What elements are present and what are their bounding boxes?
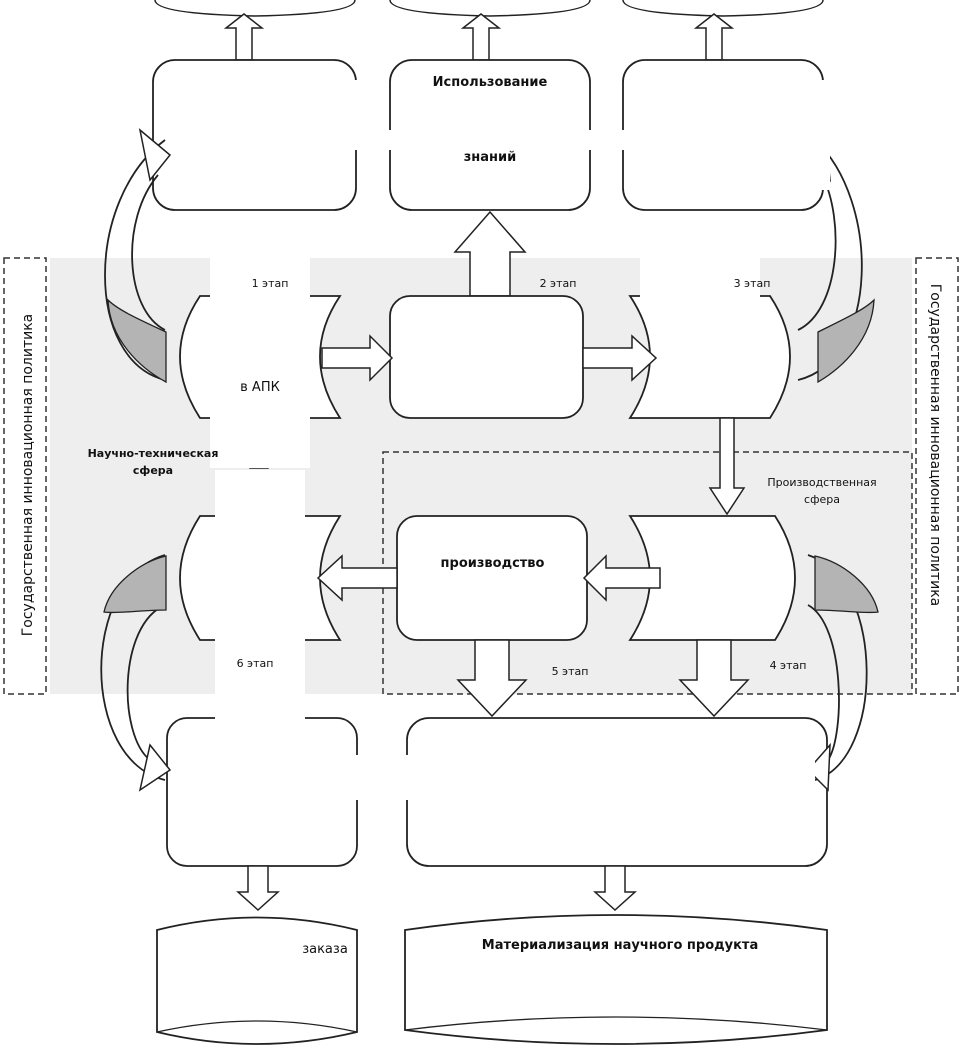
arrow-left-1 [316, 554, 398, 602]
top-oval-2 [389, 0, 591, 17]
wedge-right-bottom [814, 555, 879, 614]
mask-8 [170, 960, 350, 1010]
box-stage2 [389, 295, 584, 419]
box-research-apk-label: в АПК [240, 380, 280, 395]
arrow-left-2 [582, 554, 661, 602]
box-materialization-label: Материализация научного продукта [481, 938, 759, 953]
arrow-down-bottom-right [593, 865, 637, 912]
box-order-label: заказа [302, 942, 348, 957]
policy-left-label: Государственная инновационная политика [20, 313, 36, 637]
top-oval-3 [622, 0, 824, 17]
arrow-right-1 [321, 334, 394, 382]
arrow-down-stage3-to-4 [708, 417, 746, 516]
stage-3-label: 3 этап [733, 277, 771, 290]
policy-frame-left [3, 257, 47, 695]
mask-5 [640, 258, 760, 308]
stage-6-label: 6 этап [236, 657, 274, 670]
policy-frame-right [915, 257, 959, 695]
drum-stage3 [628, 295, 791, 419]
mask-4 [210, 258, 310, 468]
stage-5-label: 5 этап [551, 665, 589, 678]
wedge-left-top [107, 298, 167, 384]
curve-arrow-left-top [104, 139, 166, 381]
arrow-up-stage2 [453, 210, 527, 297]
box-use-knowledge-label-2: знаний [463, 150, 517, 165]
wedge-left-bottom [103, 555, 167, 614]
arrow-up-1 [223, 13, 265, 61]
box-serial-production [396, 515, 588, 641]
box-use-knowledge-label: Использование [432, 75, 548, 90]
production-sphere-label: Производственная сфера [767, 476, 877, 506]
wedge-right-top [817, 298, 875, 384]
arrow-down-bottom-left [236, 865, 280, 912]
stage-2-label: 2 этап [539, 277, 577, 290]
cylinder-materialization [404, 914, 828, 1045]
arrow-down-stage5 [456, 639, 528, 718]
policy-right-label: Государственная инновационная политика [927, 283, 943, 607]
arrow-right-2 [582, 334, 658, 382]
arrow-up-3 [693, 13, 735, 61]
top-oval-1 [154, 0, 356, 17]
arrow-up-2 [460, 13, 502, 61]
mask-3 [650, 80, 830, 190]
science-sphere-label: Научно-техническая сфера [87, 447, 219, 477]
box-serial-label: производство [440, 556, 545, 571]
stage-1-label: 1 этап [251, 277, 289, 290]
arrow-down-stage4 [678, 639, 750, 718]
mask-7 [200, 755, 815, 800]
stage-4-label: 4 этап [769, 659, 807, 672]
drum-stage4 [628, 515, 796, 641]
